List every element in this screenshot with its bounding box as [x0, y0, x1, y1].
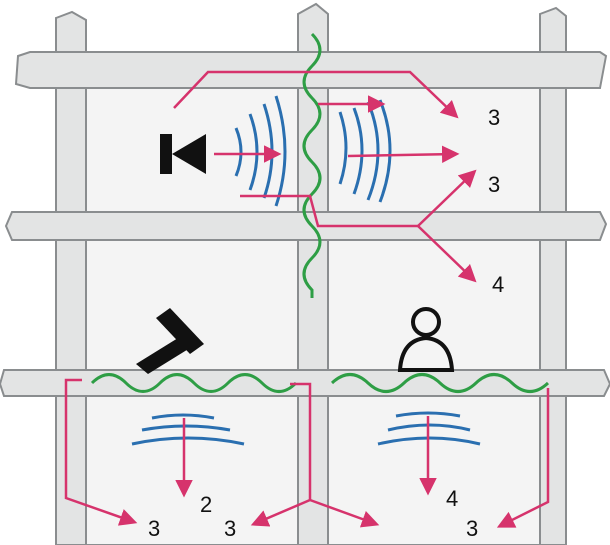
ceiling-slab	[14, 51, 608, 89]
sound-wave-arc	[352, 107, 364, 195]
room-top-right	[327, 87, 541, 213]
impact-arrow-left	[250, 498, 311, 527]
sound-wave-arc	[131, 436, 245, 446]
sound-waves	[131, 95, 481, 446]
sound-wave-arc	[395, 411, 461, 418]
wall-left	[55, 10, 87, 545]
hammer-icon	[136, 308, 204, 374]
person-icon	[397, 307, 455, 372]
loudspeaker-icon	[160, 134, 206, 174]
impact-path-left-wall	[64, 378, 138, 526]
sound-wave-arc	[387, 423, 471, 432]
room-middle-right	[327, 239, 541, 371]
flanking-path-ceiling	[173, 70, 459, 119]
sound-wave-arc	[274, 95, 287, 207]
sound-wave-arc	[151, 413, 215, 420]
flanking-arrow-down	[417, 225, 477, 283]
label-bottom-right-a: 4	[446, 486, 458, 511]
path-labels: 3 3 4 3 2 3 4 3	[148, 105, 504, 541]
label-bottom-left-a: 3	[148, 516, 160, 541]
impact-path-middle-wall	[290, 382, 312, 500]
label-top-right-lower: 3	[488, 172, 500, 197]
impact-arrow-right	[309, 498, 380, 528]
label-bottom-right-b: 3	[466, 516, 478, 541]
sound-wave-arc	[234, 127, 243, 177]
vibration-waves	[90, 32, 550, 393]
floor-vibration-wave-right	[330, 373, 550, 393]
label-middle-right: 4	[492, 272, 504, 297]
sound-wave-arc	[141, 424, 231, 432]
transmission-paths	[64, 70, 550, 528]
impact-path-right-wall	[496, 388, 550, 528]
sound-wave-arc	[338, 111, 348, 185]
direct-arrow-receiving	[347, 145, 460, 164]
floor-slab-upper	[4, 211, 608, 241]
label-top-right-upper: 3	[488, 105, 500, 130]
label-bottom-left-b: 2	[200, 492, 212, 517]
flanking-arrow-up	[417, 169, 477, 227]
wall-vibration-wave	[302, 32, 322, 298]
label-bottom-center: 3	[224, 516, 236, 541]
floor-vibration-wave-left	[90, 373, 298, 393]
sound-wave-arc	[377, 436, 481, 446]
sound-wave-arc	[248, 113, 259, 191]
flanking-path-floor	[240, 194, 418, 228]
room-bottom-left	[85, 395, 299, 545]
